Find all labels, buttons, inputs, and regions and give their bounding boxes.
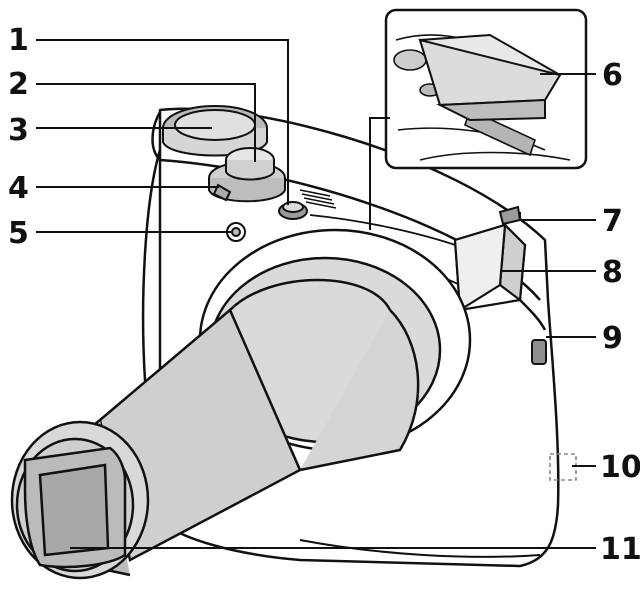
callout-10: 10 <box>600 450 640 485</box>
callout-3: 3 <box>8 113 29 148</box>
callout-4: 4 <box>8 171 29 206</box>
callout-1: 1 <box>8 23 29 58</box>
callout-11: 11 <box>600 532 640 567</box>
strap-hook <box>532 340 546 364</box>
power-button <box>279 202 307 219</box>
callout-6: 6 <box>602 58 623 93</box>
callout-8: 8 <box>602 255 623 290</box>
callout-5: 5 <box>8 216 29 251</box>
callout-9: 9 <box>602 321 623 356</box>
lens <box>25 448 125 567</box>
callout-2: 2 <box>8 67 29 102</box>
viewfinder <box>455 225 525 310</box>
callout-7: 7 <box>602 204 623 239</box>
